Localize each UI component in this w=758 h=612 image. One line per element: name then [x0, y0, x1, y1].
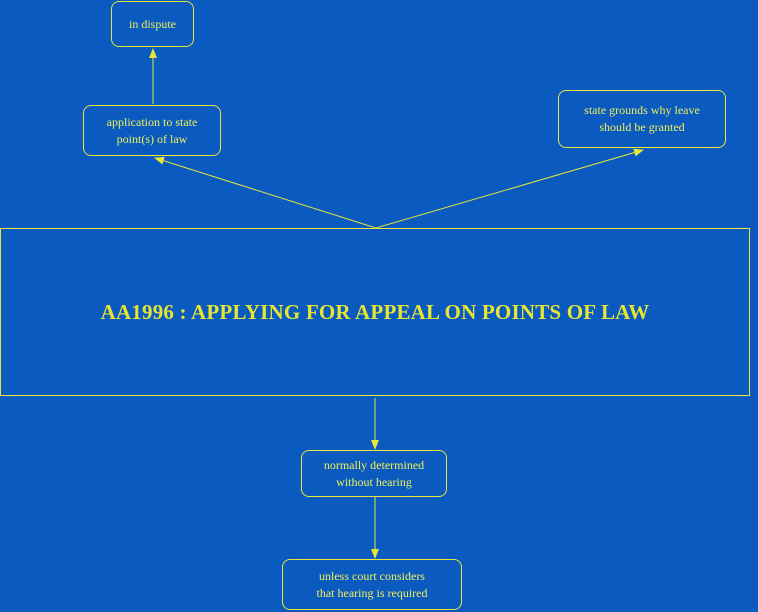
node-grounds: state grounds why leave should be grante…	[558, 90, 726, 148]
node-application-label: application to state point(s) of law	[106, 114, 198, 146]
node-normally-determined: normally determined without hearing	[301, 450, 447, 497]
center-topic-title: AA1996 : APPLYING FOR APPEAL ON POINTS O…	[100, 299, 650, 324]
node-unless-court-considers: unless court considers that hearing is r…	[282, 559, 462, 610]
node-grounds-label: state grounds why leave should be grante…	[584, 103, 700, 134]
node-unless-court-considers-label: unless court considers that hearing is r…	[316, 568, 428, 600]
edge-center-to-grounds	[375, 148, 644, 229]
node-in-dispute-label: in dispute	[129, 16, 176, 31]
node-normally-determined-label: normally determined without hearing	[323, 457, 425, 489]
edge-center-to-application	[154, 156, 377, 229]
center-topic-box: AA1996 : APPLYING FOR APPEAL ON POINTS O…	[0, 228, 750, 396]
node-in-dispute: in dispute	[111, 1, 194, 47]
node-application: application to state point(s) of law	[83, 105, 221, 156]
